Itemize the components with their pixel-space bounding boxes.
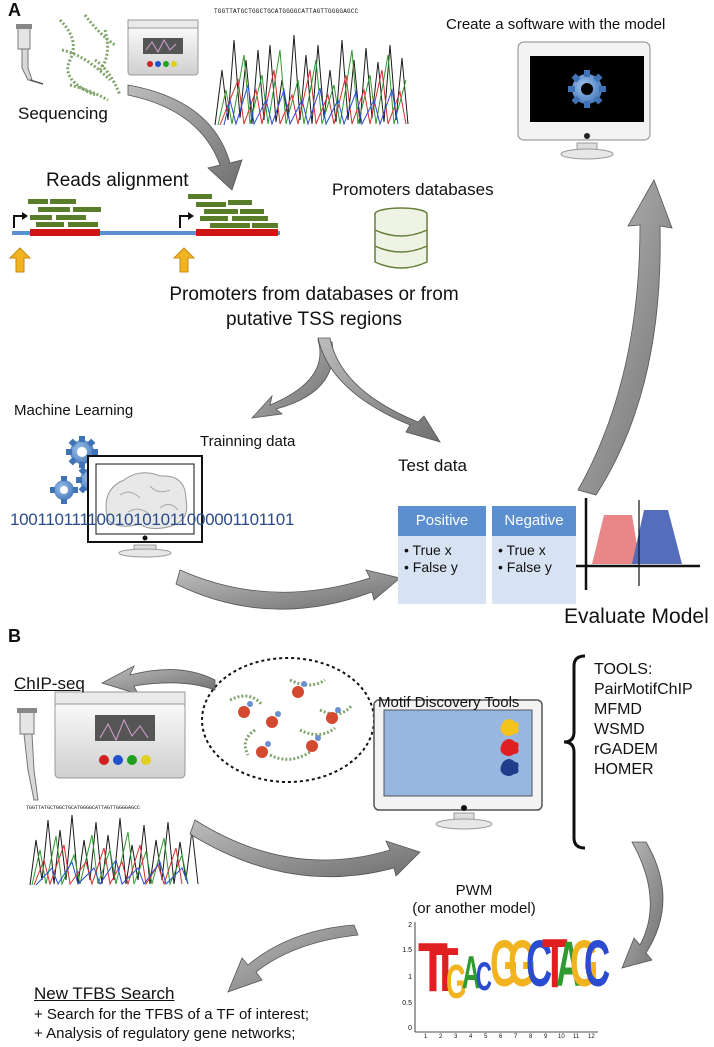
positive-line2: • False y: [404, 559, 458, 575]
negative-header: Negative: [492, 506, 576, 536]
tool-item: PairMotifChIP: [594, 681, 693, 698]
logo-ytick: 0: [408, 1025, 412, 1032]
positive-line1: • True x: [404, 542, 452, 558]
dna-fragments-icon: [58, 14, 122, 102]
positive-box: Positive • True x • False y: [398, 506, 486, 604]
evaluate-model-label: Evaluate Model: [564, 605, 709, 628]
tool-item: HOMER: [594, 761, 654, 778]
logo-xtick: 6: [499, 1034, 503, 1040]
chip-nucleus-ellipse: [201, 657, 375, 783]
sequencer-machine-icon-b: [54, 691, 186, 779]
database-icon: [374, 207, 428, 269]
logo-xtick: 4: [469, 1034, 473, 1040]
arrow-to-pwm: [621, 841, 664, 969]
logo-xtick: 12: [588, 1034, 595, 1040]
logo-letter: T: [432, 936, 459, 1005]
logo-xtick: 1: [424, 1034, 428, 1040]
sequencer-machine-icon: [127, 19, 199, 76]
evaluation-distribution-chart: [576, 498, 700, 590]
new-tfbs-bullet-1: + Search for the TFBS of a TF of interes…: [34, 1006, 309, 1023]
promoters-databases-label: Promoters databases: [332, 180, 494, 199]
new-tfbs-bullet-2: + Analysis of regulatory gene networks;: [34, 1025, 296, 1042]
panel-label-b: B: [8, 626, 21, 646]
positive-header: Positive: [398, 506, 486, 536]
reads-alignment-graphic: [8, 194, 280, 273]
tools-list: TOOLS: PairMotifChIP MFMD WSMD rGADEM HO…: [594, 660, 693, 780]
logo-ytick: 1.5: [402, 947, 412, 954]
logo-xtick: 8: [529, 1034, 533, 1040]
machine-learning-label: Machine Learning: [14, 402, 134, 419]
logo-letter: A: [556, 928, 582, 1000]
arrow-seq-to-align: [127, 84, 243, 191]
logo-letter: G: [508, 926, 537, 1000]
test-data-label: Test data: [398, 456, 467, 475]
pwm-label: PWM: [455, 882, 493, 899]
logo-xtick: 3: [454, 1034, 458, 1040]
chromatogram-bottom: [29, 814, 199, 886]
arrow-to-training: [250, 339, 334, 419]
negative-line2: • False y: [498, 559, 552, 575]
arrow-to-software: [577, 179, 673, 496]
logo-letter: C: [476, 955, 492, 999]
promoters-from-line1: Promoters from databases or from: [169, 284, 459, 305]
logo-y-ticks: 2 1.5 1 0.5 0: [396, 922, 416, 1034]
pipette-icon: [16, 24, 44, 85]
tools-brace: [563, 654, 586, 850]
promoters-from-line2: putative TSS regions: [225, 309, 403, 330]
logo-xtick: 9: [544, 1034, 548, 1040]
arrow-to-motif-tools: [189, 819, 421, 878]
new-tfbs-search-label: New TFBS Search: [34, 984, 175, 1003]
create-software-label: Create a software with the model: [446, 16, 666, 33]
sequencing-label: Sequencing: [18, 104, 108, 123]
arrow-to-chipseq: [100, 665, 216, 695]
chromatogram-sequence-bottom: TGGTTATGCTGGCTGCATGGGGCATTAGTTGGGGAGCC: [26, 805, 141, 811]
chromatogram-top: [213, 18, 413, 128]
logo-letter: A: [462, 946, 481, 998]
logo-ytick: 0.5: [402, 1000, 412, 1007]
logo-letter: C: [584, 926, 611, 1000]
panel-label-a: A: [8, 0, 21, 20]
logo-xtick: 2: [439, 1034, 443, 1040]
logo-x-ticks: 1 2 3 4 5 6 7 8 9 10 11 12: [420, 1034, 600, 1044]
logo-xtick: 5: [484, 1034, 488, 1040]
logo-letter: G: [446, 956, 467, 1009]
tools-header: TOOLS:: [594, 661, 653, 678]
logo-xtick: 11: [573, 1034, 580, 1040]
negative-box: Negative • True x • False y: [492, 506, 576, 604]
tool-item: WSMD: [594, 721, 645, 738]
logo-letter: T: [418, 928, 448, 1006]
logo-letter: T: [542, 924, 568, 1002]
motif-monitor-icon: [373, 699, 543, 830]
motif-discovery-tools-label: Motif Discovery Tools: [378, 694, 520, 711]
sequence-logo: T T G A C G G C T A G C: [418, 924, 610, 1035]
logo-letter: G: [570, 926, 599, 1000]
negative-line1: • True x: [498, 542, 546, 558]
logo-xtick: 10: [558, 1034, 565, 1040]
tool-item: MFMD: [594, 701, 642, 718]
logo-xtick: 7: [514, 1034, 518, 1040]
arrow-to-test: [317, 337, 441, 443]
reads-alignment-label: Reads alignment: [46, 170, 189, 191]
logo-ytick: 2: [408, 922, 412, 929]
logo-letter: C: [526, 926, 553, 1000]
pipette-icon-b: [17, 708, 39, 801]
arrow-to-evaluate: [175, 569, 401, 610]
software-monitor-icon: [517, 41, 651, 160]
chromatogram-sequence-top: TGGTTATGCTGGCTGCATGGGGCATTAGTTGGGGAGCC: [214, 8, 359, 15]
logo-letter: G: [490, 926, 519, 1000]
training-data-label: Trainning data: [200, 433, 296, 450]
brain-monitor-icon: [87, 455, 203, 558]
logo-ytick: 1: [408, 974, 412, 981]
tool-item: rGADEM: [594, 741, 658, 758]
arrow-to-new-tfbs: [227, 924, 359, 993]
pwm-sublabel: (or another model): [412, 900, 536, 917]
chipseq-label: ChIP-seq: [14, 674, 85, 693]
binary-sequence: 10011011110010101011000001101101: [10, 510, 295, 529]
sequence-logo-axes: [414, 922, 598, 1033]
